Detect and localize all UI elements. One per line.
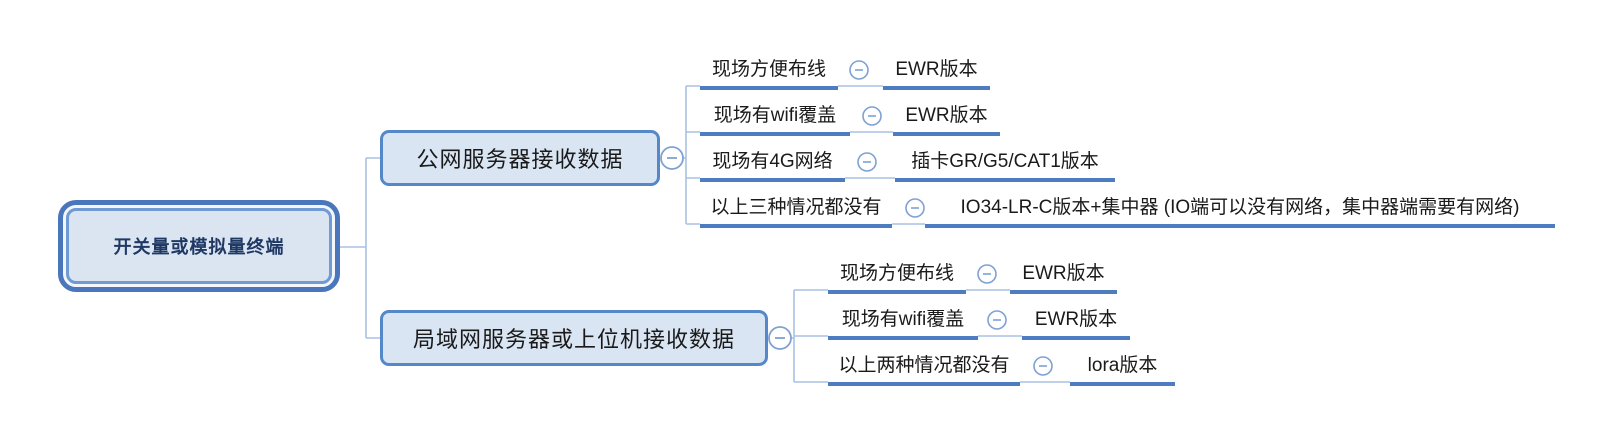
topic-condition[interactable]: 现场方便布线 — [828, 258, 966, 294]
topic-condition[interactable]: 以上两种情况都没有 — [828, 350, 1020, 386]
topic-solution[interactable]: IO34-LR-C版本+集中器 (IO端可以没有网络，集中器端需要有网络) — [925, 192, 1555, 228]
root-topic-label: 开关量或模拟量终端 — [66, 208, 332, 284]
topic-condition[interactable]: 以上三种情况都没有 — [700, 192, 892, 228]
topic-condition[interactable]: 现场有wifi覆盖 — [828, 304, 978, 340]
collapse-button[interactable] — [905, 198, 925, 218]
topic-solution[interactable]: EWR版本 — [883, 54, 990, 90]
collapse-button[interactable] — [768, 326, 792, 350]
root-topic[interactable]: 开关量或模拟量终端 — [58, 200, 340, 292]
collapse-button[interactable] — [1033, 356, 1053, 376]
collapse-button[interactable] — [987, 310, 1007, 330]
topic-condition[interactable]: 现场有wifi覆盖 — [700, 100, 850, 136]
topic-condition[interactable]: 现场方便布线 — [700, 54, 838, 90]
topic-public-server[interactable]: 公网服务器接收数据 — [380, 130, 660, 186]
topic-lan-server[interactable]: 局域网服务器或上位机接收数据 — [380, 310, 768, 366]
collapse-button[interactable] — [849, 60, 869, 80]
collapse-button[interactable] — [857, 152, 877, 172]
collapse-button[interactable] — [977, 264, 997, 284]
topic-solution[interactable]: EWR版本 — [893, 100, 1000, 136]
collapse-button[interactable] — [660, 146, 684, 170]
topic-solution[interactable]: 插卡GR/G5/CAT1版本 — [895, 146, 1115, 182]
topic-solution[interactable]: lora版本 — [1070, 350, 1175, 386]
topic-solution[interactable]: EWR版本 — [1010, 258, 1117, 294]
topic-condition[interactable]: 现场有4G网络 — [700, 146, 845, 182]
collapse-button[interactable] — [862, 106, 882, 126]
thin-connectors — [340, 85, 1070, 383]
topic-solution[interactable]: EWR版本 — [1022, 304, 1130, 340]
